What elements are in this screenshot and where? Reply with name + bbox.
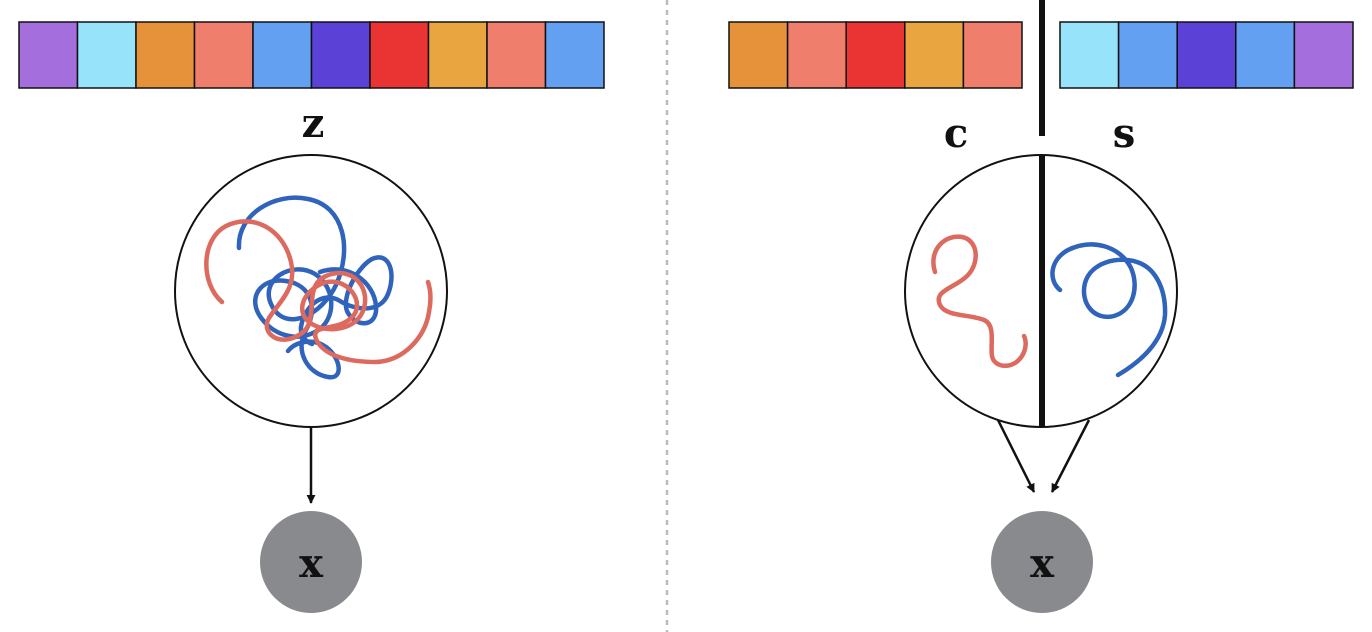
z-cell-7 xyxy=(369,21,430,89)
s-cell-1 xyxy=(1059,21,1120,89)
c-cell-3 xyxy=(845,21,906,89)
c-cell-4 xyxy=(904,21,965,89)
style-label-s: s xyxy=(1113,110,1136,157)
observed-node-right xyxy=(991,511,1093,613)
content-vector-c xyxy=(728,21,1023,89)
s-cell-4 xyxy=(1235,21,1296,89)
content-label-c: c xyxy=(944,110,968,157)
z-cell-2 xyxy=(76,21,137,89)
c-cell-5 xyxy=(962,21,1023,89)
z-cell-1 xyxy=(18,21,79,89)
latent-label-z: z xyxy=(302,100,325,147)
style-vector-s xyxy=(1059,21,1354,89)
c-cell-2 xyxy=(786,21,847,89)
arrow-s-to-x xyxy=(1050,419,1091,493)
z-cell-3 xyxy=(135,21,196,89)
left-panel: z x xyxy=(18,21,605,613)
z-cell-10 xyxy=(544,21,605,89)
s-cell-5 xyxy=(1293,21,1354,89)
z-cell-9 xyxy=(486,21,547,89)
right-panel: c s x xyxy=(728,0,1354,613)
content-curve-red xyxy=(931,234,1028,368)
z-cell-4 xyxy=(193,21,254,89)
s-cell-3 xyxy=(1176,21,1237,89)
entangled-curve-red-1 xyxy=(204,219,368,342)
observed-label-right: x xyxy=(1030,540,1055,587)
s-cell-2 xyxy=(1117,21,1178,89)
style-curve-blue xyxy=(1050,242,1168,378)
arrow-c-to-x xyxy=(996,419,1036,493)
observed-node-left xyxy=(260,511,362,613)
observed-label-left: x xyxy=(299,540,324,587)
entangled-curves xyxy=(204,195,433,380)
z-cell-5 xyxy=(252,21,313,89)
entangled-curve-red-2 xyxy=(300,279,433,365)
c-cell-1 xyxy=(728,21,789,89)
z-cell-6 xyxy=(310,21,371,89)
z-cell-8 xyxy=(427,21,488,89)
disentangled-curves xyxy=(931,234,1168,378)
latent-vector-z xyxy=(18,21,605,89)
